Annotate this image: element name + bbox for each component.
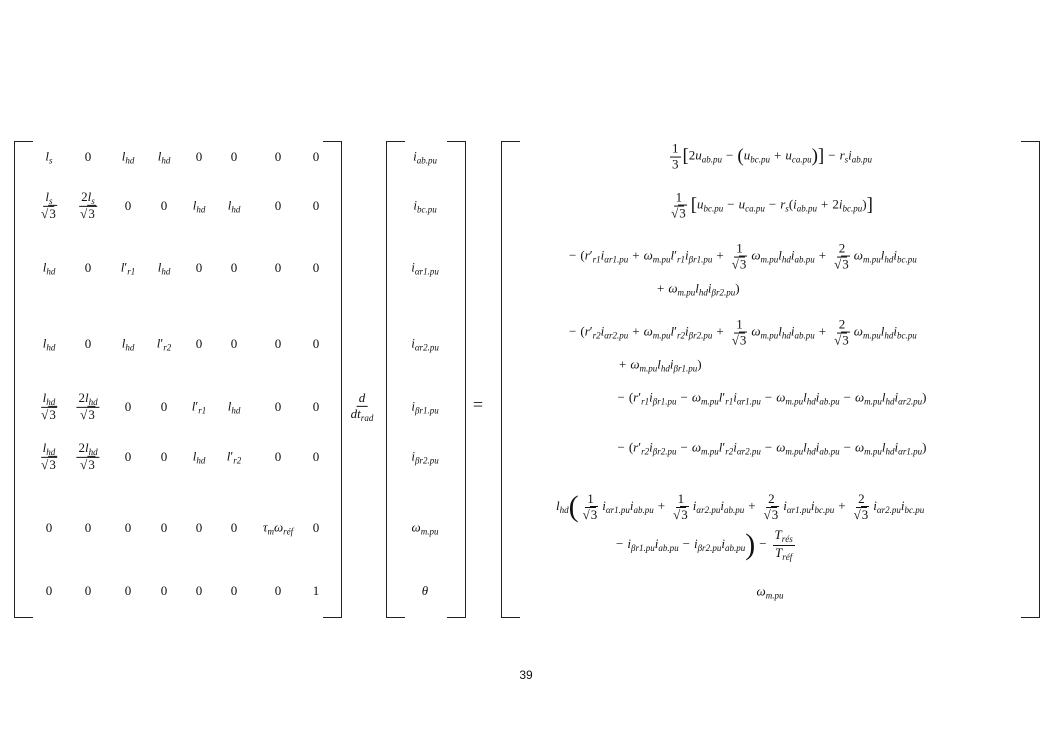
matrix-entry: τmωréf <box>262 519 294 537</box>
matrix-entry: lhd <box>192 448 206 466</box>
matrix-entry: lhd <box>157 259 171 277</box>
vector-left-bracket <box>386 141 405 618</box>
matrix-entry: 0 <box>124 583 132 598</box>
matrix-entry: 0 <box>84 336 92 351</box>
matrix-entry: 0 <box>124 399 132 414</box>
matrix-entry: 1 <box>312 583 320 598</box>
state-vector-entry: ωm.pu <box>411 519 439 537</box>
matrix-entry: 0 <box>312 399 320 414</box>
matrix-entry: 0 <box>274 583 282 598</box>
matrix-entry: 0 <box>160 198 168 213</box>
matrix-entry: lhd <box>42 335 56 353</box>
rhs-equation-line: −(r′r1iβr1.pu−ωm.pul′r1iαr1.pu−ωm.pulhdi… <box>617 389 927 407</box>
matrix-entry: 0 <box>274 260 282 275</box>
matrix-entry: 0 <box>84 583 92 598</box>
matrix-entry: lhd <box>227 398 241 416</box>
rhs-equation-line: +ωm.pulhdiβr2.pu) <box>657 280 740 298</box>
matrix-entry: lhd <box>121 148 135 166</box>
matrix-entry: lhd√3 <box>40 439 58 473</box>
matrix-entry: 0 <box>312 198 320 213</box>
matrix-entry: 0 <box>274 149 282 164</box>
matrix-entry: 0 <box>230 336 238 351</box>
state-vector-entry: θ <box>421 583 429 598</box>
matrix-entry: 0 <box>45 583 53 598</box>
state-vector-entry: iαr1.pu <box>411 259 439 277</box>
matrix-entry: 0 <box>230 520 238 535</box>
matrix-entry: ls√3 <box>41 188 57 222</box>
rhs-right-bracket <box>1021 141 1040 618</box>
rhs-equation-line: 1√3[ubc.pu−uca.pu−rs(iab.pu+2ibc.pu)] <box>671 189 873 221</box>
matrix-right-bracket <box>323 141 342 618</box>
matrix-entry: 0 <box>312 149 320 164</box>
matrix-entry: lhd <box>42 259 56 277</box>
state-vector-entry: iβr2.pu <box>411 448 439 466</box>
matrix-entry: ls <box>45 148 53 166</box>
matrix-entry: 2ls√3 <box>79 188 97 222</box>
vector-right-bracket <box>447 141 466 618</box>
state-vector-entry: iαr2.pu <box>411 335 439 353</box>
matrix-entry: lhd√3 <box>40 389 58 423</box>
matrix-entry: 0 <box>160 583 168 598</box>
matrix-entry: 2lhd√3 <box>76 389 100 423</box>
matrix-entry: 0 <box>230 149 238 164</box>
matrix-entry: 0 <box>84 520 92 535</box>
matrix-entry: 0 <box>124 198 132 213</box>
matrix-entry: 0 <box>124 520 132 535</box>
matrix-entry: 0 <box>312 520 320 535</box>
page-number: 39 <box>519 668 533 682</box>
matrix-entry: 0 <box>45 520 53 535</box>
matrix-entry: 0 <box>195 149 203 164</box>
rhs-left-bracket <box>501 141 520 618</box>
matrix-entry: 0 <box>84 149 92 164</box>
matrix-entry: 0 <box>312 260 320 275</box>
matrix-left-bracket <box>14 141 33 618</box>
matrix-entry: 0 <box>160 449 168 464</box>
matrix-entry: l′r1 <box>191 398 207 416</box>
matrix-entry: 0 <box>312 336 320 351</box>
matrix-entry: 0 <box>195 336 203 351</box>
matrix-entry: l′r2 <box>156 335 172 353</box>
matrix-entry: 0 <box>195 520 203 535</box>
matrix-entry: 0 <box>274 399 282 414</box>
matrix-entry: 0 <box>124 449 132 464</box>
matrix-entry: 0 <box>195 583 203 598</box>
matrix-entry: 0 <box>274 198 282 213</box>
matrix-entry: 0 <box>274 449 282 464</box>
matrix-entry: 0 <box>160 399 168 414</box>
matrix-entry: lhd <box>121 335 135 353</box>
state-vector-entry: iab.pu <box>413 148 437 166</box>
matrix-entry: l′r2 <box>226 448 242 466</box>
matrix-entry: 0 <box>230 583 238 598</box>
rhs-equation-line: ωm.pu <box>756 583 784 601</box>
matrix-entry: 2lhd√3 <box>76 439 100 473</box>
rhs-equation-line: +ωm.pulhdiβr1.pu) <box>619 356 702 374</box>
matrix-entry: lhd <box>157 148 171 166</box>
matrix-entry: lhd <box>227 197 241 215</box>
matrix-entry: 0 <box>312 449 320 464</box>
matrix-entry: l′r1 <box>120 259 136 277</box>
matrix-entry: lhd <box>192 197 206 215</box>
matrix-entry: 0 <box>84 260 92 275</box>
state-vector-entry: ibc.pu <box>413 197 437 215</box>
state-vector-entry: iβr1.pu <box>411 398 439 416</box>
matrix-entry: 0 <box>160 520 168 535</box>
rhs-equation-line: −(r′r2iβr2.pu−ωm.pul′r2iαr2.pu−ωm.pulhdi… <box>617 439 927 457</box>
equals-sign: = <box>472 394 484 415</box>
matrix-entry: 0 <box>274 336 282 351</box>
matrix-entry: 0 <box>195 260 203 275</box>
matrix-entry: 0 <box>230 260 238 275</box>
